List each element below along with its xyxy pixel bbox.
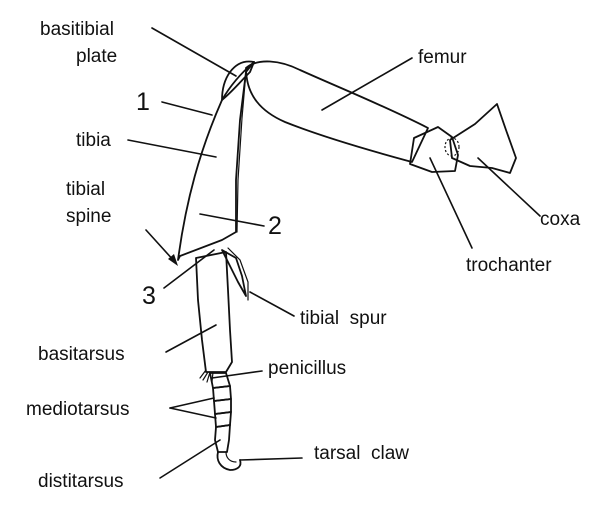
number-1: 1	[136, 88, 150, 116]
number-3: 3	[142, 282, 156, 310]
tarsal-claw-shape	[216, 451, 242, 471]
label-tibial-spine-line2: spine	[66, 206, 111, 227]
leader-femur	[321, 57, 413, 111]
leader-mediotarsus-a	[169, 397, 215, 409]
leg-drawing	[177, 60, 517, 471]
label-basitibial-plate-line2: plate	[76, 46, 117, 67]
leader-tibia	[127, 139, 217, 158]
leader-mediotarsus-b	[169, 407, 217, 419]
femur-segment	[245, 60, 429, 163]
labels: basitibial plate femur 1 tibia tibial sp…	[26, 19, 581, 492]
tibial-spur-shape-2	[227, 247, 249, 301]
tibia-inner-edge	[236, 71, 247, 233]
leader-lines	[127, 27, 541, 479]
trochanter-segment	[409, 126, 459, 173]
label-trochanter: trochanter	[466, 255, 552, 276]
tibial-spine-arrowhead	[168, 254, 178, 266]
label-distitarsus: distitarsus	[38, 471, 124, 492]
leader-coxa	[477, 157, 541, 217]
tibial-spur-shape	[221, 249, 247, 297]
label-penicillus: penicillus	[268, 358, 346, 379]
leader-tibial-spine	[145, 229, 176, 263]
leader-penicillus	[211, 370, 263, 379]
label-tibia: tibia	[76, 130, 111, 151]
leader-trochanter	[429, 157, 473, 249]
coxa-segment	[449, 103, 517, 174]
leader-3	[163, 249, 215, 289]
tibia-segment	[177, 61, 255, 261]
leader-1	[161, 101, 213, 116]
number-2: 2	[268, 212, 282, 240]
basitarsus-segment	[195, 251, 233, 373]
label-basitarsus: basitarsus	[38, 344, 125, 365]
label-tarsal-claw: tarsal claw	[314, 443, 409, 464]
leader-2	[199, 213, 265, 227]
label-mediotarsus: mediotarsus	[26, 399, 130, 420]
label-basitibial-plate-line1: basitibial	[40, 19, 114, 40]
leader-basitibial-plate	[151, 27, 237, 77]
basitibial-plate-shape	[221, 60, 255, 101]
leader-basitarsus	[165, 324, 217, 353]
distitarsus-segment	[214, 424, 231, 453]
tarsal-claw-inner	[225, 451, 237, 463]
label-coxa: coxa	[540, 209, 581, 230]
leader-distitarsus	[159, 439, 221, 479]
label-femur: femur	[418, 47, 467, 68]
label-tibial-spine-line1: tibial	[66, 179, 105, 200]
leader-tarsal-claw	[239, 457, 303, 461]
label-tibial-spur: tibial spur	[300, 308, 387, 329]
leader-tibial-spur	[249, 291, 295, 317]
